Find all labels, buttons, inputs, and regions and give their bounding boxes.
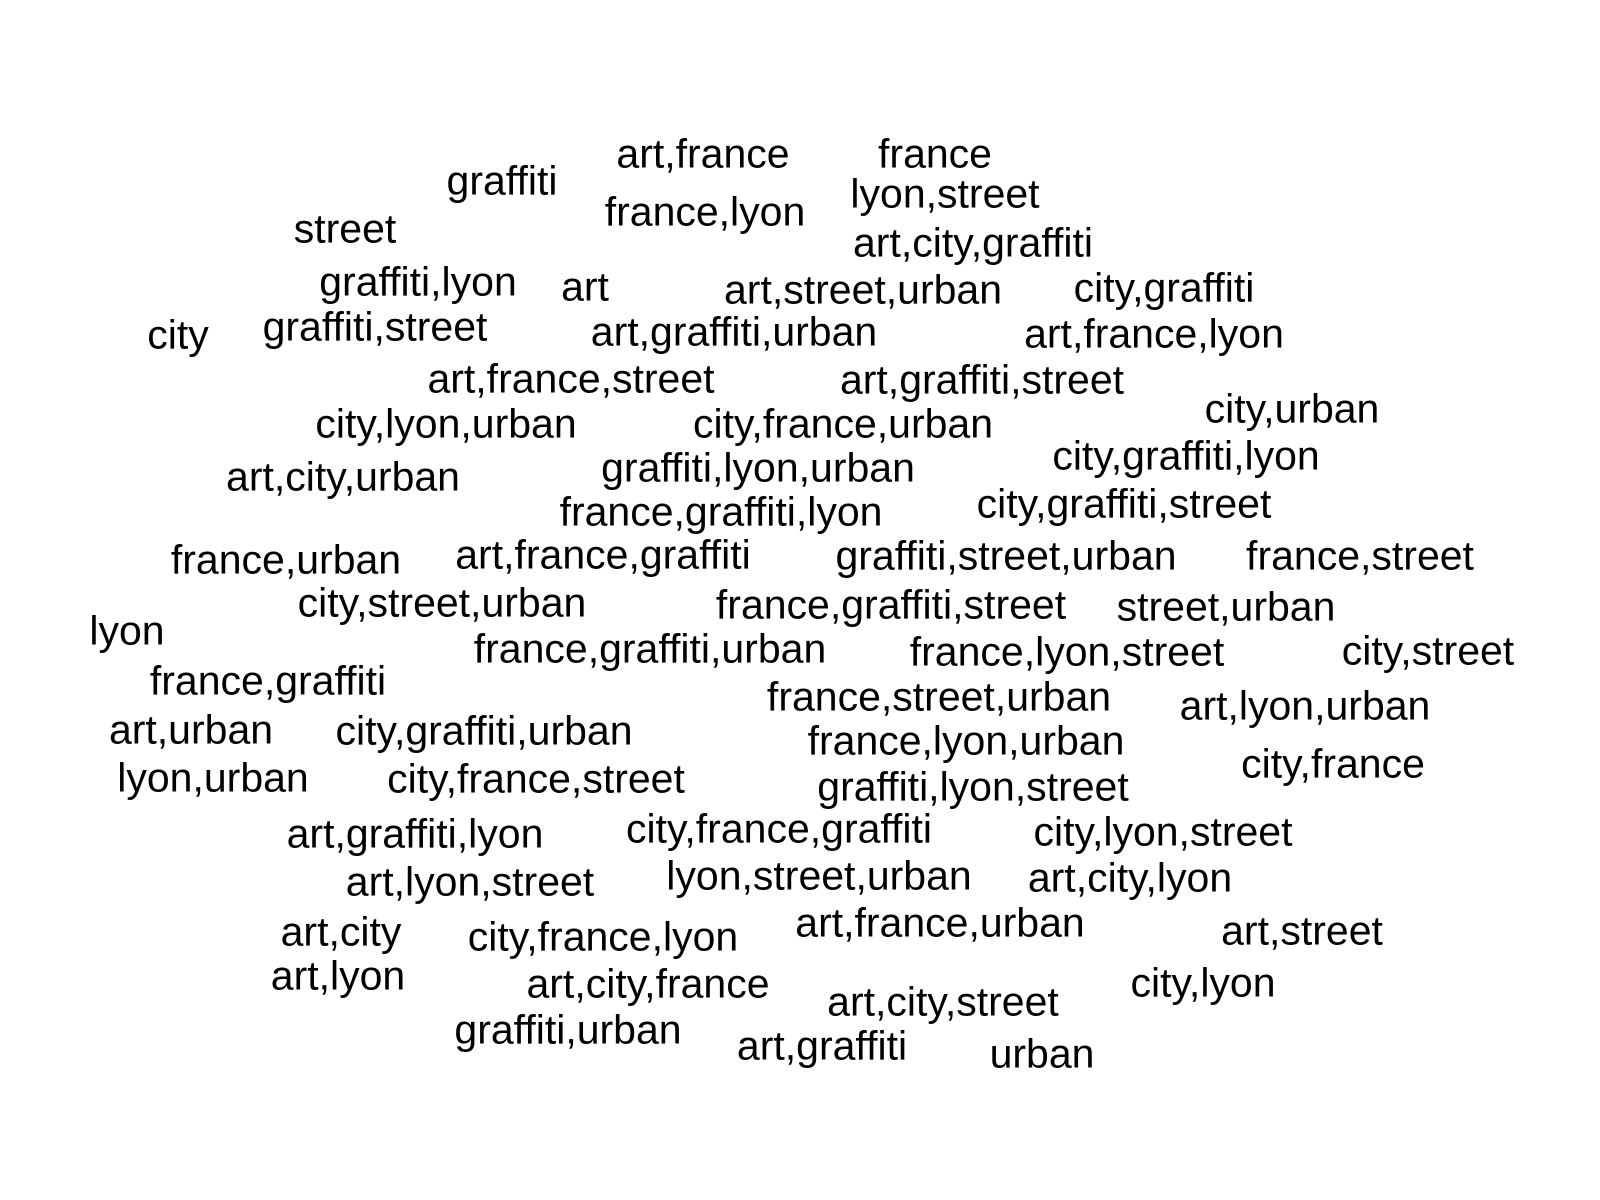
cloud-word: france,graffiti — [149, 657, 387, 704]
cloud-word: city,graffiti,street — [976, 480, 1272, 527]
cloud-word: graffiti,urban — [454, 1006, 682, 1053]
cloud-word: art,city,urban — [226, 453, 460, 500]
cloud-word: graffiti,street — [262, 303, 488, 350]
cloud-word: graffiti,lyon,street — [817, 763, 1129, 810]
cloud-word: france,street — [1246, 532, 1474, 579]
cloud-word: city,graffiti — [1073, 264, 1255, 311]
cloud-word: city,france,lyon — [467, 913, 739, 960]
cloud-word: art,city — [280, 908, 402, 955]
cloud-word: graffiti,lyon — [319, 258, 517, 305]
cloud-word: art,france,urban — [795, 899, 1085, 946]
cloud-word: city,france — [1241, 740, 1425, 787]
cloud-word: france,graffiti,street — [715, 581, 1067, 628]
cloud-word: art,graffiti,lyon — [286, 810, 544, 857]
cloud-word: lyon,street,urban — [666, 852, 972, 899]
cloud-word: art,city,lyon — [1027, 854, 1233, 901]
cloud-word: art,france — [616, 130, 790, 177]
cloud-word: city,lyon,urban — [315, 400, 577, 447]
cloud-word: art,urban — [108, 706, 274, 753]
cloud-word: art,lyon,street — [345, 858, 595, 905]
cloud-word: city,france,urban — [692, 400, 994, 447]
cloud-word: france,street,urban — [766, 673, 1112, 720]
cloud-word: city,lyon — [1130, 959, 1276, 1006]
cloud-word: art,graffiti,street — [839, 356, 1125, 403]
cloud-word: street,urban — [1116, 583, 1336, 630]
cloud-word: france,lyon — [604, 188, 806, 235]
cloud-word: art,graffiti — [736, 1022, 908, 1069]
cloud-word: france,graffiti,lyon — [559, 488, 883, 535]
cloud-word: art,city,street — [827, 978, 1059, 1025]
cloud-word: art,lyon — [270, 952, 406, 999]
cloud-word: france — [878, 130, 992, 177]
cloud-word: street — [293, 205, 397, 252]
cloud-word: city,graffiti,urban — [335, 707, 633, 754]
cloud-word: city,street — [1341, 627, 1515, 674]
cloud-word: graffiti,lyon,urban — [601, 444, 915, 491]
cloud-word: lyon,street — [850, 170, 1040, 217]
cloud-word: art,graffiti,urban — [590, 308, 878, 355]
cloud-word: city,graffiti,lyon — [1052, 432, 1320, 479]
cloud-word: city,france,graffiti — [625, 805, 933, 852]
cloud-word: art — [561, 263, 609, 310]
cloud-word: graffiti,street,urban — [835, 532, 1177, 579]
cloud-word: graffiti — [446, 157, 558, 204]
cloud-word: city — [147, 311, 209, 358]
cloud-word: art,france,street — [427, 355, 715, 402]
cloud-word: urban — [989, 1030, 1095, 1077]
cloud-word: city,lyon,street — [1033, 808, 1293, 855]
cloud-word: france,lyon,street — [909, 628, 1225, 675]
cloud-word: france,graffiti,urban — [473, 625, 827, 672]
cloud-word: lyon,urban — [117, 754, 309, 801]
cloud-word: city,france,street — [387, 755, 685, 802]
cloud-word: art,france,graffiti — [455, 531, 751, 578]
cloud-word: france,urban — [170, 536, 402, 583]
cloud-word: art,city,france — [526, 960, 770, 1007]
cloud-word: art,france,lyon — [1024, 310, 1284, 357]
cloud-word: art,lyon,urban — [1179, 682, 1431, 729]
cloud-word: city,street,urban — [297, 579, 587, 626]
cloud-word: art,street — [1221, 907, 1383, 954]
cloud-word: france,lyon,urban — [807, 717, 1125, 764]
cloud-word: lyon — [89, 607, 165, 654]
cloud-word: city,urban — [1204, 385, 1380, 432]
cloud-word: art,city,graffiti — [853, 219, 1093, 266]
cloud-word: art,street,urban — [723, 266, 1003, 313]
